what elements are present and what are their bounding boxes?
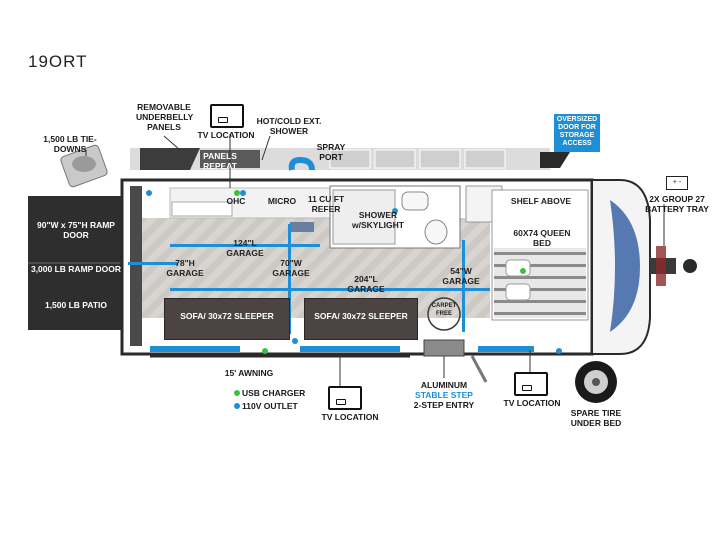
queen-bed-label: 60X74 QUEEN BED: [513, 228, 571, 248]
garage-54-label: 54"W GARAGE: [442, 266, 480, 286]
garage-width-70-arrow: [288, 224, 291, 334]
panels-repeat-label: PANELS REPEAT: [203, 151, 237, 171]
tv-icon-bottom-left: [328, 386, 362, 410]
garage-124-label: 124"L GARAGE: [226, 238, 264, 258]
sofa-left: SOFA/ 30x72 SLEEPER: [164, 298, 290, 340]
ramp-door-weight-label: 3,000 LB RAMP DOOR: [30, 264, 122, 274]
garage-70-label: 70"W GARAGE: [272, 258, 310, 278]
garage-78-label: 78"H GARAGE: [166, 258, 204, 278]
tv-location-bottom-left-label: TV LOCATION: [321, 412, 379, 422]
awning-label: 15' AWNING: [224, 368, 274, 378]
removable-panels-label: REMOVABLE UNDERBELLY PANELS: [136, 102, 194, 132]
model-name: 19ORT: [28, 52, 88, 71]
outlet-dot: [146, 190, 152, 196]
outlet-dot: [240, 190, 246, 196]
sofa-right-label: SOFA/ 30x72 SLEEPER: [314, 311, 408, 321]
tv-icon-bottom-right: [514, 372, 548, 396]
usb-legend-dot: [234, 390, 240, 396]
tv-location-bottom-right-label: TV LOCATION: [503, 398, 561, 408]
refer-label: 11 CU FT REFER: [307, 194, 345, 214]
shelf-above-label: SHELF ABOVE: [510, 196, 572, 206]
tie-downs-label: 1,500 LB TIE-DOWNS: [43, 134, 97, 154]
stable-step-label: STABLE STEP: [415, 390, 473, 400]
outlet-dot: [392, 208, 398, 214]
ramp-door-size-label: 90"W x 75"H RAMP DOOR: [37, 220, 115, 240]
aluminum-step-label: ALUMINUM: [420, 380, 468, 390]
sofa-left-label: SOFA/ 30x72 SLEEPER: [180, 311, 274, 321]
spare-tire-label: SPARE TIRE UNDER BED: [570, 408, 622, 428]
hot-cold-shower-label: HOT/COLD EXT. SHOWER: [256, 116, 322, 136]
outlet-legend-dot: [234, 403, 240, 409]
garage-204-label: 204"L GARAGE: [347, 274, 385, 294]
garage-length-204-arrow: [170, 288, 490, 291]
outlet-dot: [292, 338, 298, 344]
outlet-dot: [556, 348, 562, 354]
tv-location-top-label: TV LOCATION: [197, 130, 255, 140]
garage-length-124-arrow: [170, 244, 320, 247]
oversized-door-label: OVERSIZED DOOR FOR STORAGE ACCESS: [554, 114, 600, 152]
tv-icon-top: [210, 104, 244, 128]
usb-charger-dot: [262, 348, 268, 354]
micro-label: MICRO: [267, 196, 297, 206]
queen-bed: [494, 248, 586, 318]
shower-label: SHOWER w/SKYLIGHT: [352, 210, 404, 230]
ohc-label: OHC: [226, 196, 246, 206]
usb-charger-label: USB CHARGER: [242, 388, 306, 398]
usb-charger-dot: [234, 190, 240, 196]
outlet-label: 110V OUTLET: [242, 401, 298, 411]
battery-tray-label: 2X GROUP 27 BATTERY TRAY: [645, 194, 709, 214]
usb-charger-dot: [520, 268, 526, 274]
step-entry-label: 2-STEP ENTRY: [413, 400, 475, 410]
garage-width-54-arrow: [462, 240, 465, 332]
sofa-right: SOFA/ 30x72 SLEEPER: [304, 298, 418, 340]
battery-icon: + -: [666, 176, 688, 190]
garage-height-78-arrow: [128, 262, 178, 265]
patio-label: 1,500 LB PATIO: [44, 300, 108, 310]
spray-port-label: SPRAY PORT: [316, 142, 346, 162]
carpet-free-seal: CARPET FREE: [431, 303, 457, 317]
